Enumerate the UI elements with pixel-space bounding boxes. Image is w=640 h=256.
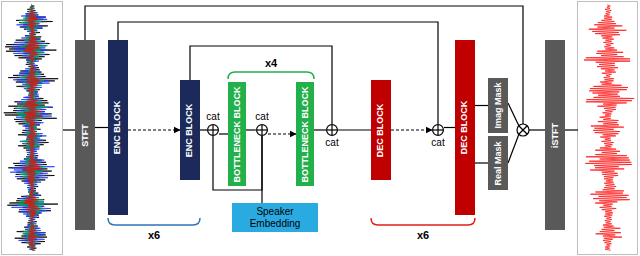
connector	[338, 129, 371, 130]
bottleneck-block: BOTTLENECK BLOCK	[296, 82, 314, 186]
connector	[261, 136, 262, 203]
multiply-symbol	[519, 126, 527, 134]
operation-label: cat	[325, 138, 338, 148]
connector	[314, 129, 326, 130]
block-label: Speaker Embedding	[232, 206, 318, 229]
concat-symbol	[257, 129, 267, 130]
multiply-symbol	[519, 126, 527, 134]
connector	[475, 105, 488, 106]
product-wire	[529, 129, 545, 130]
block-label: ENC BLOCK	[186, 103, 195, 157]
connector	[444, 127, 455, 128]
encoder-block: ENC BLOCK	[108, 40, 128, 215]
repeat-bracket	[228, 72, 314, 79]
mask-block: Real Mask	[488, 136, 508, 190]
concat-symbol	[432, 124, 444, 136]
operation-label: cat	[255, 112, 268, 122]
mask-wire	[508, 134, 519, 163]
decoder-block: DEC BLOCK	[371, 80, 391, 180]
block-label: ENC BLOCK	[114, 101, 123, 155]
repeat-count: x6	[148, 230, 160, 241]
concat-symbol	[208, 129, 218, 130]
input-waveform	[10, 5, 54, 250]
block-label: DEC BLOCK	[377, 103, 386, 157]
transform-block: STFT	[75, 40, 95, 230]
embedding-box: Speaker Embedding	[232, 203, 318, 232]
block-label: DEC BLOCK	[461, 101, 470, 155]
input-panel	[2, 2, 63, 255]
repeat-bracket	[371, 218, 475, 225]
operation-label: cat	[206, 112, 219, 122]
concat-symbol	[257, 125, 268, 136]
mask-wire	[508, 103, 519, 126]
connector	[95, 127, 108, 128]
concat-symbol	[327, 129, 337, 130]
connector	[200, 129, 207, 130]
concat-symbol	[433, 129, 443, 130]
concat-node: cat	[207, 124, 219, 136]
concat-node: cat	[326, 124, 338, 136]
output-panel	[578, 2, 638, 255]
concat-symbol	[256, 124, 268, 136]
input-waveform	[23, 5, 41, 250]
connector	[475, 162, 488, 163]
input-wire	[63, 129, 75, 130]
connector	[246, 129, 256, 130]
operation-label: cat	[431, 138, 444, 148]
block-label: BOTTLENECK BLOCK	[233, 86, 242, 182]
bottleneck-block: BOTTLENECK BLOCK	[228, 82, 246, 186]
connector	[219, 133, 228, 134]
repeat-bracket	[108, 218, 200, 225]
connector	[128, 129, 180, 130]
output-waveform	[584, 5, 634, 250]
repeat-count: x6	[417, 230, 429, 241]
concat-symbol	[208, 125, 219, 136]
decoder-block: DEC BLOCK	[455, 40, 475, 215]
output-wire	[565, 129, 578, 130]
concat-symbol	[326, 124, 338, 136]
multiply-symbol	[517, 124, 529, 136]
block-label: BOTTLENECK BLOCK	[301, 86, 310, 182]
concat-symbol	[327, 125, 338, 136]
input-waveform	[16, 5, 47, 250]
concat-node: cat	[256, 124, 268, 136]
encoder-block: ENC BLOCK	[180, 80, 200, 180]
block-label: STFT	[81, 124, 90, 147]
input-waveform	[4, 5, 58, 250]
block-label: iSTFT	[551, 123, 560, 148]
concat-node: cat	[432, 124, 444, 136]
repeat-count: x4	[265, 58, 277, 69]
mask-block: Imag Mask	[488, 78, 508, 133]
concat-symbol	[207, 124, 219, 136]
block-label: Real Mask	[494, 141, 503, 185]
transform-block: iSTFT	[545, 40, 565, 230]
block-label: Imag Mask	[494, 82, 503, 128]
connector	[268, 133, 296, 134]
concat-symbol	[433, 125, 444, 136]
connector	[391, 129, 432, 130]
